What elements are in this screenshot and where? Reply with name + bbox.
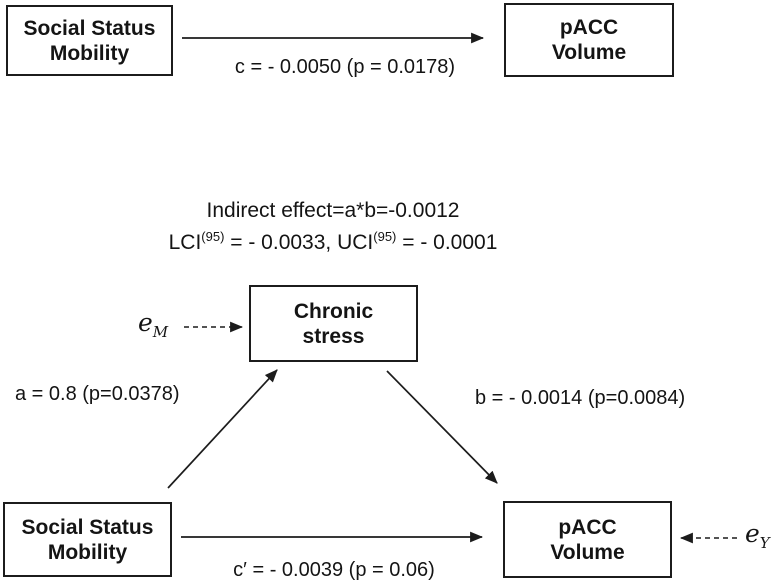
box-label-line: pACC xyxy=(559,16,619,39)
lci-superscript: (95) xyxy=(201,229,225,244)
box-label-line: Mobility xyxy=(49,41,130,65)
indirect-effect-text: Indirect effect=a*b=-0.0012 LCI(95) = - … xyxy=(108,195,558,259)
error-term-outcome: eY xyxy=(745,521,770,556)
path-b-label: b = - 0.0014 (p=0.0084) xyxy=(475,387,686,409)
error-symbol: e xyxy=(138,308,153,337)
uci-value: = - 0.0001 xyxy=(396,231,498,254)
box-label-line: Chronic xyxy=(293,299,374,323)
box-label-line: Mobility xyxy=(47,540,128,564)
indirect-effect-line1: Indirect effect=a*b=-0.0012 xyxy=(206,199,460,222)
predictor-box-bottom: Social Status Mobility xyxy=(3,502,172,577)
outcome-box-bottom: pACC Volume xyxy=(503,501,672,578)
box-label-line: Volume xyxy=(551,41,627,64)
outcome-box-top: pACC Volume xyxy=(504,3,674,77)
uci-label: UCI xyxy=(337,231,374,254)
path-c-label: c = - 0.0050 (p = 0.0178) xyxy=(234,56,456,78)
lci-label: LCI xyxy=(168,231,202,254)
path-a-arrow xyxy=(167,369,278,489)
error-subscript: Y xyxy=(759,534,770,552)
error-term-mediator: eM xyxy=(138,310,168,345)
predictor-box-top: Social Status Mobility xyxy=(6,5,173,76)
path-c-prime-label: c′ = - 0.0039 (p = 0.06) xyxy=(233,559,435,581)
box-label-line: stress xyxy=(302,324,365,348)
indirect-effect-line2: LCI(95) = - 0.0033, UCI(95) = - 0.0001 xyxy=(108,227,558,259)
box-label-line: Volume xyxy=(550,540,625,564)
mediator-box: Chronic stress xyxy=(249,285,418,362)
box-label-line: Social Status xyxy=(21,515,154,539)
box-label-line: Social Status xyxy=(23,16,156,40)
uci-superscript: (95) xyxy=(373,229,397,244)
lci-value: = - 0.0033, xyxy=(224,231,338,254)
box-label-line: pACC xyxy=(558,515,617,539)
error-subscript: M xyxy=(152,323,169,341)
path-a-label: a = 0.8 (p=0.0378) xyxy=(15,383,180,405)
path-b-arrow xyxy=(386,370,498,484)
error-symbol: e xyxy=(745,519,760,548)
